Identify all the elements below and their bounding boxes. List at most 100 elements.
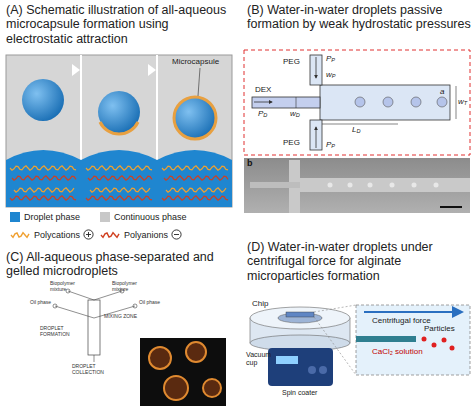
microcapsule-illustration-part [72, 64, 80, 76]
panel-title: (C) All-aqueous phase-separated and gell… [6, 250, 236, 279]
flow-focusing-schematic-part [316, 127, 317, 148]
spin-coater-illustration [250, 305, 470, 386]
spin-coater-illustration-part [314, 305, 356, 312]
legend-line-sample [100, 230, 120, 240]
charge-symbol-part [172, 230, 181, 239]
microcapsule-illustration-part [166, 188, 226, 192]
spin-coater-illustration-part [278, 313, 322, 323]
charge-symbol-part [84, 230, 93, 239]
microcapsule-illustration-part [162, 196, 228, 200]
charge-symbol [83, 229, 94, 240]
legend-text: Polycations [34, 230, 80, 240]
subscript: P [331, 57, 335, 63]
spin-coater-illustration-part [432, 343, 437, 348]
callout-label: Microcapsule [172, 57, 232, 66]
flow-focusing-schematic-part [310, 120, 322, 150]
microfluidic-chip-schematic [53, 289, 226, 406]
legend-text: Continuous phase [114, 212, 187, 222]
part-label: Spin coater [282, 389, 342, 397]
microfluidic-chip-schematic-part [140, 338, 226, 406]
solution-label: CaCl₂ solution [372, 347, 442, 356]
microcapsule-illustration-part [148, 64, 156, 76]
microfluidic-chip-schematic-part [133, 304, 137, 308]
pressure-symbol: PD [258, 109, 278, 118]
microfluidic-chip-schematic-part [94, 355, 95, 362]
spin-coater-illustration-part [364, 311, 462, 313]
microfluidic-chip-schematic-part [68, 291, 94, 300]
legend-swatch [10, 212, 20, 222]
flow-focusing-schematic-part [383, 97, 393, 107]
microfluidic-chip-schematic-part [94, 291, 122, 300]
microfluidic-chip-schematic-part [53, 304, 57, 308]
inlet-label: Biopolymer mixture [112, 281, 142, 293]
pressure-symbol: PP [326, 54, 346, 63]
flow-focusing-schematic-part [254, 102, 272, 103]
legend-line-sample [10, 230, 30, 240]
part-label: Chip [252, 299, 282, 308]
flow-focusing-schematic-part [411, 97, 421, 107]
legend-entry: Polycations [10, 229, 94, 240]
subfigure-letter: b [247, 158, 257, 168]
legend-entry: Droplet phase [10, 212, 80, 222]
pressure-symbol: PP [326, 140, 346, 149]
zone-label: DROPLET COLLECTION [72, 364, 122, 376]
subscript: P [331, 143, 335, 149]
force-label: Centrifugal force [372, 316, 462, 325]
zone-label: MIXING ZONE [104, 314, 138, 320]
legend-entry: Polyanions [100, 229, 182, 240]
legend-line-sample-part [101, 232, 119, 237]
legend-swatch [100, 212, 110, 222]
channel-label: DEX [255, 85, 285, 94]
spin-coater-illustration-part [422, 337, 427, 342]
microcapsule-illustration-part [10, 166, 76, 170]
microfluidic-chip-schematic-part [203, 379, 221, 397]
flow-focusing-schematic-part [252, 97, 320, 108]
flow-focusing-schematic-part [456, 86, 457, 119]
microcapsule-illustration-part [157, 150, 232, 207]
flow-focusing-schematic-part [320, 85, 450, 120]
microcapsule-illustration-part [198, 68, 200, 96]
particle-label: Particles [424, 324, 469, 333]
dimension-symbol: wT [458, 97, 472, 106]
inlet-label: Oil phase [139, 300, 163, 306]
channel-label: PEG [283, 138, 309, 147]
spin-coater-illustration-part [356, 305, 470, 375]
microcapsule-illustration-part [174, 97, 216, 139]
charge-symbol-part [88, 232, 89, 237]
flow-focusing-schematic-part [440, 206, 462, 208]
dimension-symbol: LD [352, 125, 372, 134]
microcapsule-illustration-part [6, 55, 232, 207]
part-label: Vacuum cup [246, 351, 268, 367]
subscript: P [332, 73, 336, 79]
flow-focusing-schematic-part [244, 50, 470, 155]
inlet-label: Oil phase [30, 300, 54, 306]
microfluidic-chip-schematic-part [149, 347, 171, 369]
microcapsule-illustration-part [90, 188, 150, 192]
panel-title: (B) Water-in-water droplets passive form… [247, 3, 472, 32]
microfluidic-chip-schematic-part [55, 306, 94, 318]
flow-focusing-schematic-part [437, 97, 447, 107]
flow-focusing-schematic-part [316, 57, 317, 78]
microcapsule-illustration-part [100, 122, 138, 134]
panel-title: (A) Schematic illustration of all-aqueou… [6, 3, 234, 46]
microcapsule-illustration [6, 55, 232, 207]
spin-coater-illustration-part [319, 366, 327, 374]
microcapsule-illustration-part [88, 176, 152, 180]
flow-focusing-schematic-part [250, 182, 300, 188]
spin-coater-illustration-part [442, 338, 447, 343]
subscript: D [356, 128, 360, 134]
microcapsule-illustration-part [86, 196, 152, 200]
panel-title: (D) Water-in-water droplets under centri… [247, 240, 472, 283]
dimension-symbol: a [440, 87, 450, 96]
spin-coater-illustration-part [308, 366, 316, 374]
subscript: T [464, 100, 467, 106]
flow-focusing-schematic-part [322, 124, 398, 125]
spin-coater-illustration-part [250, 307, 350, 329]
spin-coater-illustration-part [450, 346, 455, 351]
legend-text: Polyanions [124, 230, 168, 240]
microcapsule-illustration-part [164, 176, 228, 180]
charge-symbol [171, 229, 182, 240]
flow-focusing-schematic-part [296, 97, 297, 108]
flow-focusing-schematic-part [300, 178, 470, 192]
microcapsule-illustration-part [86, 166, 152, 170]
